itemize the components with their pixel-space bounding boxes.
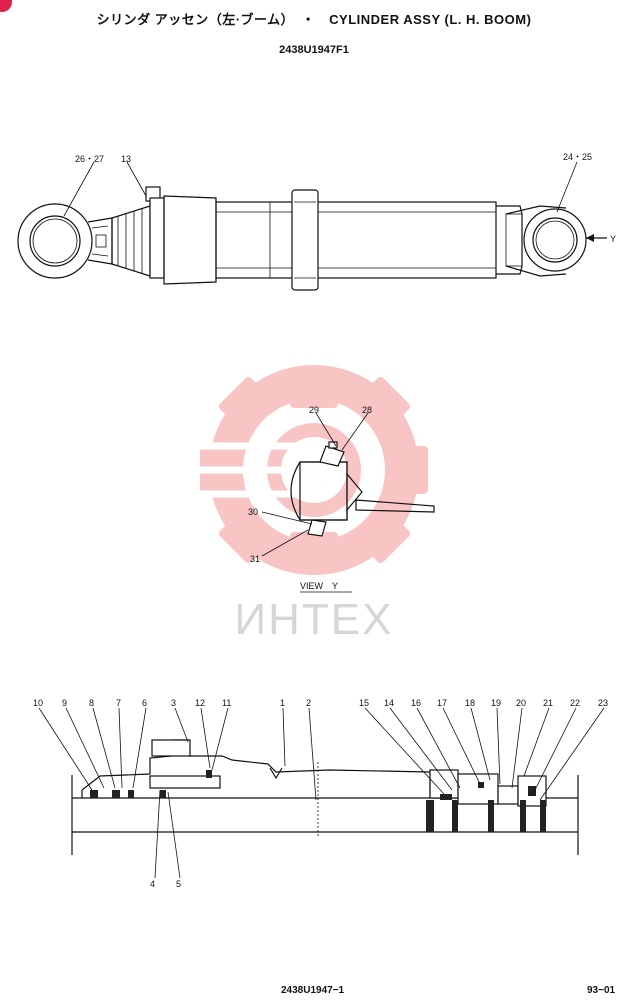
callout-7: 7: [116, 698, 121, 708]
rod-eye-bushing: [32, 218, 78, 264]
page-title: シリンダ アッセン（左·ブーム） ・ CYLINDER ASSY (L. H. BO…: [0, 9, 628, 28]
view-y-drawing: [261, 412, 435, 557]
callout-31: 31: [250, 554, 260, 564]
cylinder-top-view: [17, 161, 607, 291]
rod-eye-bore: [29, 215, 81, 267]
view-arrow-head: [586, 234, 594, 242]
callout-10: 10: [33, 698, 43, 708]
pipe-clamp: [291, 189, 319, 291]
callout-view-y: Y: [610, 234, 616, 244]
view-y-top-bracket: [319, 445, 345, 467]
callout-14: 14: [384, 698, 394, 708]
callout-18: 18: [465, 698, 475, 708]
callout-30: 30: [248, 507, 258, 517]
callout-16: 16: [411, 698, 421, 708]
head-eye-bore: [532, 217, 578, 263]
section-callouts-top: 10 9 8 7 6 3 12 11 1 2 15 14 16 17 18 19…: [33, 698, 608, 708]
callout-28: 28: [362, 405, 372, 415]
watermark-text: ИНТЕХ: [235, 595, 394, 644]
callout-15: 15: [359, 698, 369, 708]
callout-2: 2: [306, 698, 311, 708]
callout-3: 3: [171, 698, 176, 708]
drawing-number: 2438U1947−1: [281, 985, 345, 996]
callout-4: 4: [150, 879, 155, 889]
callout-23: 23: [598, 698, 608, 708]
title-english: CYLINDER ASSY (L. H. BOOM): [329, 12, 532, 27]
callout-rod-eye: 26・27: [75, 154, 104, 164]
section-callouts-bottom: 4 5: [150, 879, 181, 889]
cylinder-bottom: [496, 205, 523, 275]
callout-12: 12: [195, 698, 205, 708]
callout-19: 19: [491, 698, 501, 708]
title-japanese: シリンダ アッセン（左·ブーム）: [96, 12, 288, 27]
callout-8: 8: [89, 698, 94, 708]
callout-head-eye: 24・25: [563, 152, 592, 162]
page-number: 93−01: [587, 985, 616, 996]
section-view: [38, 707, 605, 879]
view-y-pipe: [355, 499, 435, 513]
callout-20: 20: [516, 698, 526, 708]
callout-1: 1: [280, 698, 285, 708]
callout-5: 5: [176, 879, 181, 889]
cylinder-tube: [215, 201, 497, 279]
head-eye-outer: [523, 208, 587, 272]
title-separator: ・: [301, 12, 316, 27]
part-number: 2438U1947F1: [279, 44, 349, 56]
callout-gland: 13: [121, 154, 131, 164]
callout-9: 9: [62, 698, 67, 708]
callout-29: 29: [309, 405, 319, 415]
cylinder-head: [163, 195, 217, 285]
callout-21: 21: [543, 698, 553, 708]
callout-11: 11: [222, 698, 231, 708]
callout-6: 6: [142, 698, 147, 708]
callout-22: 22: [570, 698, 580, 708]
view-y-caption: VIEW Y: [300, 581, 338, 591]
callout-17: 17: [437, 698, 447, 708]
rod-eye-outer: [17, 203, 93, 279]
watermark-logo: [190, 365, 428, 575]
corner-badge: [0, 0, 12, 12]
view-y-bottom-bracket: [307, 519, 327, 537]
